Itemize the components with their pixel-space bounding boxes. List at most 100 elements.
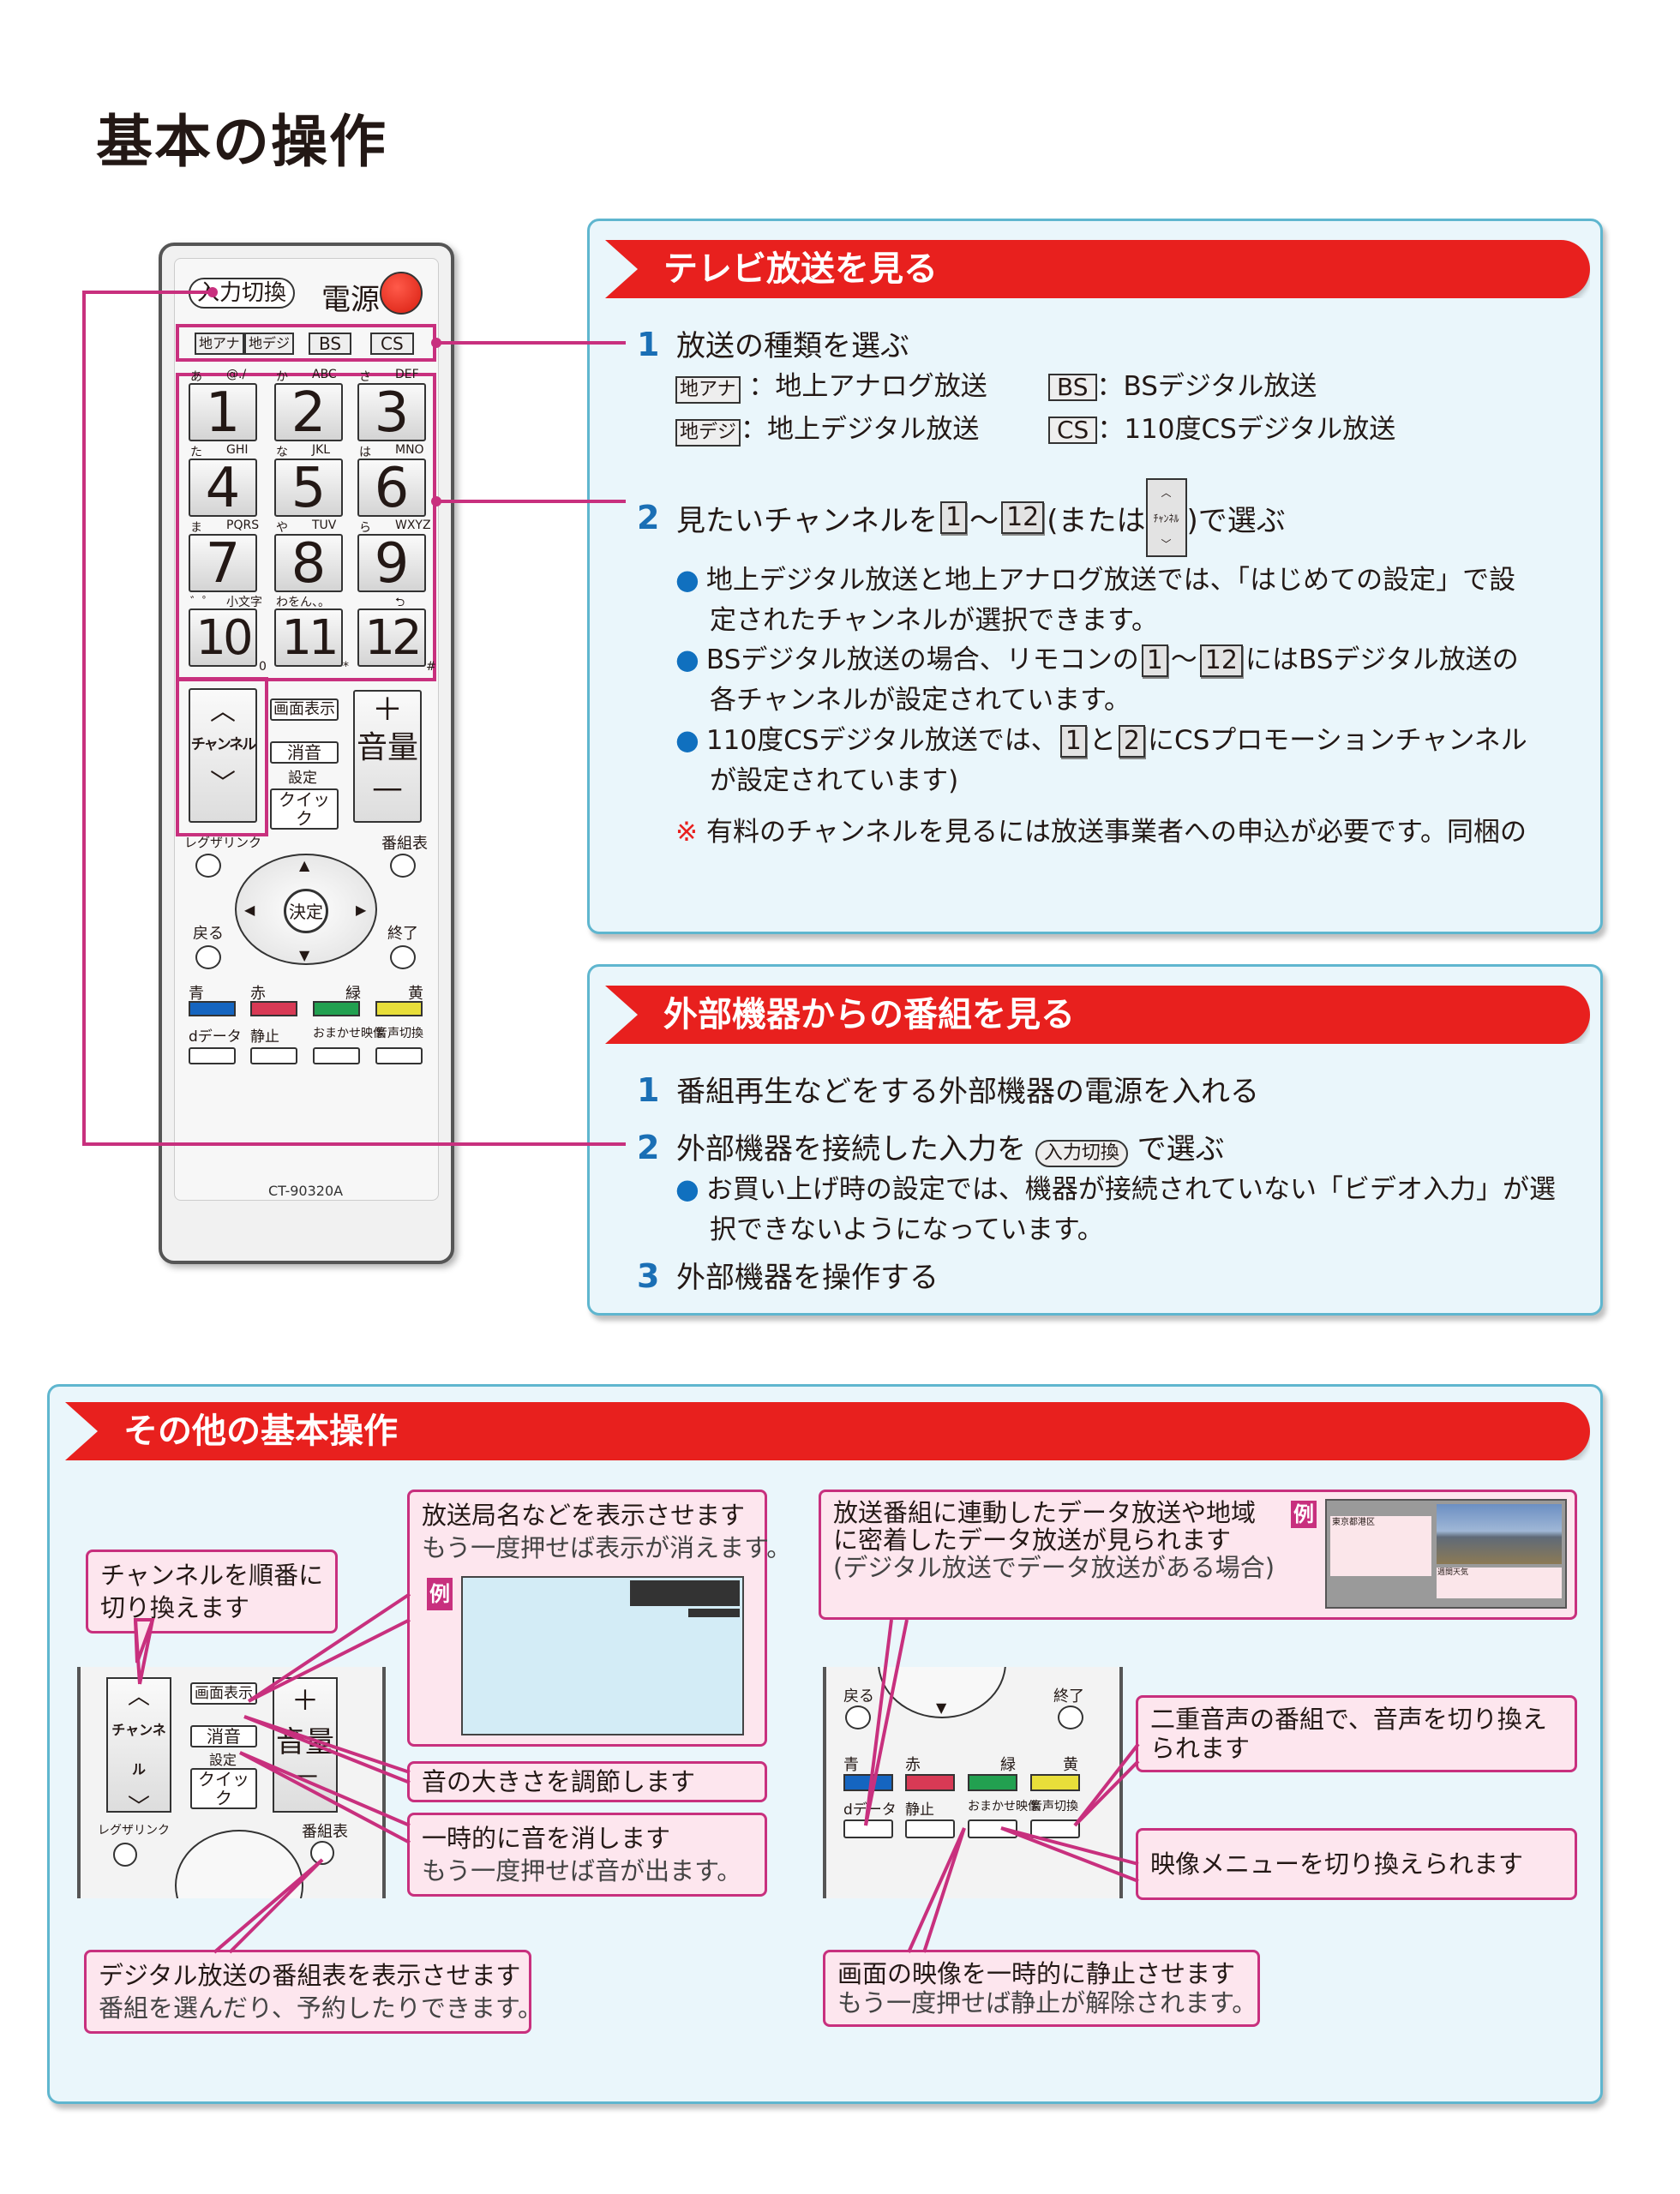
volume-button[interactable]: ＋ 音量 — (353, 690, 422, 823)
dpad[interactable] (175, 1830, 303, 1898)
back-button[interactable] (845, 1705, 871, 1729)
guide-button[interactable] (310, 1841, 334, 1865)
quick-button[interactable]: クイック (270, 788, 339, 830)
function-button-0[interactable] (189, 1047, 236, 1064)
arrow-down-icon[interactable]: ▼ (299, 947, 310, 963)
color-button-0[interactable] (843, 1774, 893, 1791)
minus-icon: — (372, 770, 403, 806)
function-button-2[interactable] (313, 1047, 360, 1064)
exit-button[interactable] (1058, 1705, 1083, 1729)
arrow-right-icon[interactable]: ▶ (356, 902, 367, 918)
arrow-left-icon[interactable]: ◀ (244, 902, 255, 918)
number-key-12[interactable]: 12 (357, 608, 426, 667)
example-screen (461, 1576, 744, 1735)
function-button-2[interactable] (968, 1819, 1017, 1838)
note-1: ●地上デジタル放送と地上アナログ放送では、「はじめての設定」で設定されたチャンネ… (675, 563, 1516, 636)
function-button-3[interactable] (375, 1047, 423, 1064)
key-kana: ゛゜ (190, 596, 214, 609)
function-button-0[interactable] (843, 1819, 893, 1838)
band-button-digital[interactable]: 地デジ (244, 333, 295, 355)
number-key-11[interactable]: 11 (274, 608, 343, 667)
enter-label: 決定 (289, 902, 323, 922)
remark: ※有料のチャンネルを見るには放送事業者への申込が必要です。同梱の (675, 817, 1527, 848)
input-switch-key: 入力切換 (1035, 1140, 1128, 1167)
number-key-9[interactable]: 9 (357, 534, 426, 592)
function-button-3[interactable] (1030, 1819, 1080, 1838)
back-label: 戻る (843, 1687, 874, 1705)
channel-button[interactable]: ︿ チャンネル ﹀ (189, 688, 257, 823)
function-label: 静止 (250, 1028, 279, 1046)
page-title: 基本の操作 (96, 109, 387, 175)
color-button-1[interactable] (905, 1774, 955, 1791)
mute-button[interactable]: 消音 (270, 741, 339, 764)
number-key-2[interactable]: 2 (274, 383, 343, 441)
key-alpha: GHI (226, 443, 249, 457)
color-button-2[interactable] (313, 1001, 360, 1016)
color-label: 黄 (1063, 1756, 1078, 1774)
band-button-bs[interactable]: BS (309, 333, 352, 355)
callout-picture-menu: 映像メニューを切り換えられます (1136, 1828, 1577, 1900)
guide-button[interactable] (390, 854, 416, 878)
number-key-10[interactable]: 10 (189, 608, 257, 667)
channel-button[interactable]: ︿チャンネル﹀ (106, 1677, 171, 1820)
regza-link-button[interactable] (195, 854, 221, 878)
number-key-8[interactable]: 8 (274, 534, 343, 592)
callout-data: 放送番組に連動したデータ放送や地域に密着したデータ放送が見られます(デジタル放送… (819, 1490, 1577, 1620)
color-button-3[interactable] (375, 1001, 423, 1016)
key-alpha: TUV (312, 519, 337, 532)
number-key-5[interactable]: 5 (274, 459, 343, 517)
function-label: dデータ (843, 1801, 897, 1819)
screen-display-button[interactable]: 画面表示 (190, 1682, 257, 1705)
exit-button[interactable] (390, 945, 416, 969)
arrow-up-icon[interactable]: ▲ (299, 857, 310, 873)
enter-button[interactable]: 決定 (284, 889, 328, 933)
key-alpha: MNO (395, 443, 424, 457)
screen-display-button[interactable]: 画面表示 (270, 698, 339, 721)
key-alpha: JKL (312, 443, 331, 457)
number-key-3[interactable]: 3 (357, 383, 426, 441)
function-label: dデータ (189, 1028, 242, 1046)
power-label: 電源 (321, 283, 380, 317)
note: ●お買い上げ時の設定では、機器が接続されていない「ビデオ入力」が選択できないよう… (675, 1172, 1556, 1245)
band-button-analog[interactable]: 地アナ (195, 333, 244, 355)
power-button[interactable] (380, 272, 423, 315)
color-button-1[interactable] (250, 1001, 297, 1016)
regza-link-button[interactable] (113, 1843, 137, 1867)
quick-button[interactable]: クイック (190, 1768, 257, 1809)
key-kana: ら (359, 521, 371, 535)
input-switch-button[interactable]: 入力切換 (189, 278, 296, 309)
color-label: 緑 (1000, 1756, 1016, 1774)
number-key-1[interactable]: 1 (189, 383, 257, 441)
arrow-down-icon[interactable]: ▼ (936, 1699, 947, 1716)
callout-mute: 一時的に音を消しますもう一度押せば音が出ます。 (407, 1813, 767, 1897)
key-1: 1 (939, 501, 968, 534)
channel-key: ︿ﾁｬﾝﾈﾙ﹀ (1145, 478, 1187, 557)
color-button-0[interactable] (189, 1001, 236, 1016)
key-alpha: DEF (395, 368, 419, 381)
color-button-3[interactable] (1030, 1774, 1080, 1791)
volume-label: 音量 (356, 730, 418, 765)
number-key-6[interactable]: 6 (357, 459, 426, 517)
settings-label: 設定 (209, 1752, 237, 1768)
section-header: 外部機器からの番組を見る (605, 986, 1590, 1044)
key-alpha: WXYZ (395, 519, 431, 532)
color-button-2[interactable] (968, 1774, 1017, 1791)
band-row-digital: 地デジ：地上デジタル放送 (675, 410, 979, 450)
key-kana: さ (359, 370, 371, 384)
function-button-1[interactable] (250, 1047, 297, 1064)
number-key-7[interactable]: 7 (189, 534, 257, 592)
function-button-1[interactable] (905, 1819, 955, 1838)
back-button[interactable] (195, 945, 221, 969)
volume-button[interactable]: ＋音量— (273, 1677, 338, 1813)
key-kana: あ (190, 370, 202, 384)
key-sub-symbol: * (343, 660, 349, 674)
mute-button[interactable]: 消音 (190, 1725, 257, 1747)
band-button-cs[interactable]: CS (370, 333, 414, 355)
callout-audio-switch: 二重音声の番組で、音声を切り換えられます (1136, 1695, 1577, 1772)
number-key-4[interactable]: 4 (189, 459, 257, 517)
